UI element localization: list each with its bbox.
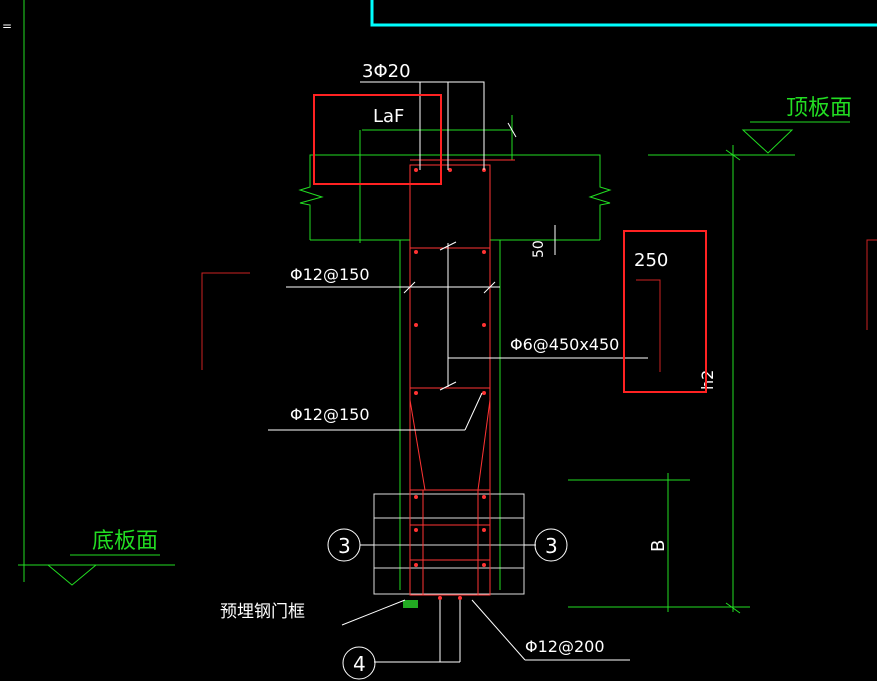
red-marker-left: [201, 272, 250, 370]
dim-250-label: 250: [634, 250, 668, 271]
callout-3-right: [534, 528, 568, 562]
highlight-250: [623, 230, 707, 393]
frame-border: [370, 0, 877, 27]
callout-3-right-label: 3: [545, 534, 558, 558]
callout-3-left: [327, 528, 361, 562]
h2-tick-bottom: [725, 602, 741, 614]
h2-tick-top: [725, 149, 741, 161]
callout-4-label: 4: [353, 652, 366, 676]
dim-50-label: 50: [531, 240, 547, 258]
embedded-frame-shape: [403, 600, 418, 608]
top-rebar-label: 3Φ20: [362, 61, 411, 82]
stirrup-lower-label: Φ12@150: [290, 405, 370, 424]
anchor-label: LaF: [373, 106, 404, 127]
embedded-frame-label: 预埋钢门框: [220, 602, 305, 622]
callout-4: [342, 646, 376, 680]
leaders: [268, 81, 648, 663]
red-marker-right: [866, 239, 877, 330]
stirrup-upper-label: Φ12@150: [290, 265, 370, 284]
callout-3-left-label: 3: [338, 534, 351, 558]
left-mark: =: [2, 19, 12, 33]
floor-face-label: 底板面: [92, 529, 158, 554]
rebar-dots: [414, 168, 486, 600]
bottom-bar-label: Φ12@200: [525, 637, 605, 656]
highlight-laf: [313, 94, 442, 185]
b-dim-label: B: [648, 540, 669, 552]
h2-label: h2: [698, 370, 717, 390]
floor-level-symbol: [46, 564, 98, 586]
frame-block: [373, 493, 525, 595]
roof-face-label: 顶板面: [786, 96, 852, 121]
roof-level-symbol: [741, 129, 794, 154]
tie-bar-label: Φ6@450x450: [510, 335, 619, 354]
rebar-cage: [409, 159, 515, 596]
highlight-250-inner: [636, 279, 661, 372]
